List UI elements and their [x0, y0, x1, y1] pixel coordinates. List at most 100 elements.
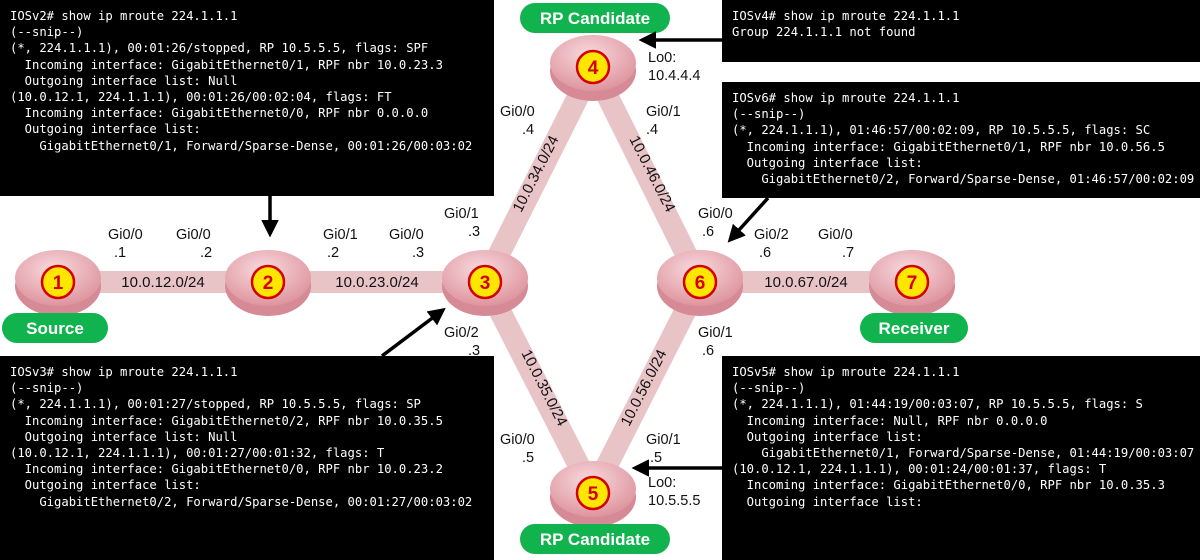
if-r6-gi02-ip: .6: [759, 245, 771, 261]
terminal-line: Outgoing interface list: Null: [10, 73, 238, 88]
if-r7-gi00: Gi0/0: [818, 227, 853, 243]
router-7: 7: [869, 250, 955, 316]
router-number-circle: [575, 475, 611, 511]
if-r3-gi01: Gi0/1: [444, 206, 479, 222]
router-6: 6: [657, 250, 743, 316]
router-4: 4: [550, 35, 636, 101]
terminal-line: (*, 224.1.1.1), 01:46:57/00:02:09, RP 10…: [732, 123, 1151, 138]
router-number-circle: [575, 49, 611, 85]
if-r4-gi01: Gi0/1: [646, 104, 681, 120]
router-number: 1: [53, 273, 64, 294]
link-label-23: 10.0.23.0/24: [335, 274, 418, 291]
badge-rp-top-label: RP Candidate: [540, 9, 650, 28]
terminal-line: GigabitEthernet0/2, Forward/Sparse-Dense…: [10, 494, 473, 509]
terminal-line: Incoming interface: GigabitEthernet0/2, …: [10, 413, 443, 428]
terminal-line: Group 224.1.1.1 not found: [732, 25, 916, 40]
terminal-line: IOSv4# show ip mroute 224.1.1.1: [732, 9, 960, 23]
router-number: 3: [480, 273, 491, 294]
if-r4-gi00-ip: .4: [522, 122, 534, 138]
terminal-line: Outgoing interface list:: [10, 478, 201, 493]
router-number-circle: [894, 264, 930, 300]
terminal-line: (10.0.12.1, 224.1.1.1), 00:01:26/00:02:0…: [10, 90, 392, 105]
terminal-iosv2: IOSv2# show ip mroute 224.1.1.1 (--snip-…: [0, 0, 494, 196]
router-number-circle: [682, 264, 718, 300]
router-1: 1: [15, 250, 101, 316]
link-5-6: [582, 271, 711, 504]
router-number: 6: [695, 273, 706, 294]
if-r5-gi00-ip: .5: [522, 450, 534, 466]
if-r2-gi01-ip: .2: [327, 245, 339, 261]
if-r6-gi00-ip: .6: [702, 224, 714, 240]
if-r1-gi00: Gi0/0: [108, 227, 143, 243]
terminal-iosv3: IOSv3# show ip mroute 224.1.1.1 (--snip-…: [0, 356, 494, 560]
arrow-iosv6: [727, 196, 770, 243]
link-label-12: 10.0.12.0/24: [121, 274, 204, 291]
if-r1-gi00-ip: .1: [114, 245, 126, 261]
router-5: 5: [550, 461, 636, 527]
if-r6-gi01: Gi0/1: [698, 325, 733, 341]
if-r3-gi01-ip: .3: [468, 224, 480, 240]
terminal-line: Incoming interface: GigabitEthernet0/0, …: [10, 106, 429, 121]
terminal-line: Outgoing interface list:: [732, 494, 923, 509]
if-r6-gi01-ip: .6: [702, 343, 714, 359]
terminal-line: Incoming interface: GigabitEthernet0/1, …: [732, 139, 1165, 154]
link-3-4: [474, 56, 604, 293]
terminal-line: Outgoing interface list:: [10, 122, 201, 137]
terminal-iosv6: IOSv6# show ip mroute 224.1.1.1 (--snip-…: [722, 82, 1200, 198]
link-3-5: [474, 271, 604, 504]
terminal-line: Incoming interface: GigabitEthernet0/0, …: [10, 462, 443, 477]
if-r5-gi01-ip: .5: [650, 450, 662, 466]
router-number-circle: [467, 264, 503, 300]
badge-receiver-label: Receiver: [879, 319, 950, 338]
badge-source: Source: [2, 313, 108, 343]
router-2: 2: [225, 250, 311, 316]
if-r4-gi00: Gi0/0: [500, 104, 535, 120]
terminal-line: Outgoing interface list:: [732, 155, 923, 170]
badge-receiver: Receiver: [860, 313, 968, 343]
terminal-line: IOSv5# show ip mroute 224.1.1.1: [732, 365, 960, 379]
if-r5-lo0: Lo0:: [648, 475, 676, 491]
if-r3-gi02-ip: .3: [468, 343, 480, 359]
if-r6-gi00: Gi0/0: [698, 206, 733, 222]
terminal-line: (--snip--): [10, 381, 84, 396]
router-number-circle: [250, 264, 286, 300]
if-r5-lo0-ip: 10.5.5.5: [648, 493, 700, 509]
terminal-line: (--snip--): [732, 107, 806, 122]
router-number: 7: [907, 273, 918, 294]
if-r2-gi01: Gi0/1: [323, 227, 358, 243]
terminal-line: Incoming interface: Null, RPF nbr 0.0.0.…: [732, 413, 1048, 428]
if-r5-gi00: Gi0/0: [500, 432, 535, 448]
terminal-iosv5: IOSv5# show ip mroute 224.1.1.1 (--snip-…: [722, 356, 1200, 560]
if-r4-lo0: Lo0:: [648, 50, 676, 66]
terminal-line: (--snip--): [10, 25, 84, 40]
if-r2-gi00-ip: .2: [200, 245, 212, 261]
arrow-iosv3: [380, 307, 446, 358]
terminal-line: IOSv3# show ip mroute 224.1.1.1: [10, 365, 238, 379]
if-r3-gi00: Gi0/0: [389, 227, 424, 243]
if-r4-gi01-ip: .4: [646, 122, 658, 138]
if-r6-gi02: Gi0/2: [754, 227, 789, 243]
badge-rp-bottom: RP Candidate: [520, 524, 670, 554]
terminal-line: Outgoing interface list: Null: [10, 429, 238, 444]
router-number: 5: [588, 484, 599, 505]
terminal-line: (*, 224.1.1.1), 00:01:26/stopped, RP 10.…: [10, 41, 429, 56]
terminal-line: GigabitEthernet0/2, Forward/Sparse-Dense…: [732, 172, 1195, 187]
badge-rp-top: RP Candidate: [520, 3, 670, 33]
terminal-line: (*, 224.1.1.1), 01:44:19/00:03:07, RP 10…: [732, 397, 1143, 412]
terminal-line: Incoming interface: GigabitEthernet0/1, …: [10, 57, 443, 72]
router-number-circle: [40, 264, 76, 300]
router-3: 3: [442, 250, 528, 316]
if-r3-gi00-ip: .3: [412, 245, 424, 261]
terminal-iosv4: IOSv4# show ip mroute 224.1.1.1 Group 22…: [722, 0, 1200, 62]
terminal-line: GigabitEthernet0/1, Forward/Sparse-Dense…: [10, 138, 473, 153]
terminal-line: Outgoing interface list:: [732, 429, 923, 444]
link-label-67: 10.0.67.0/24: [764, 274, 847, 291]
terminal-line: (10.0.12.1, 224.1.1.1), 00:01:27/00:01:3…: [10, 446, 385, 461]
terminal-line: (*, 224.1.1.1), 00:01:27/stopped, RP 10.…: [10, 397, 421, 412]
if-r3-gi02: Gi0/2: [444, 325, 479, 341]
link-4-6: [582, 56, 711, 293]
interface-labels: Gi0/0 .1 Gi0/0 .2 Gi0/1 .2 Gi0/0 .3 Gi0/…: [108, 50, 854, 509]
if-r2-gi00: Gi0/0: [176, 227, 211, 243]
terminal-line: (10.0.12.1, 224.1.1.1), 00:01:24/00:01:3…: [732, 462, 1107, 477]
